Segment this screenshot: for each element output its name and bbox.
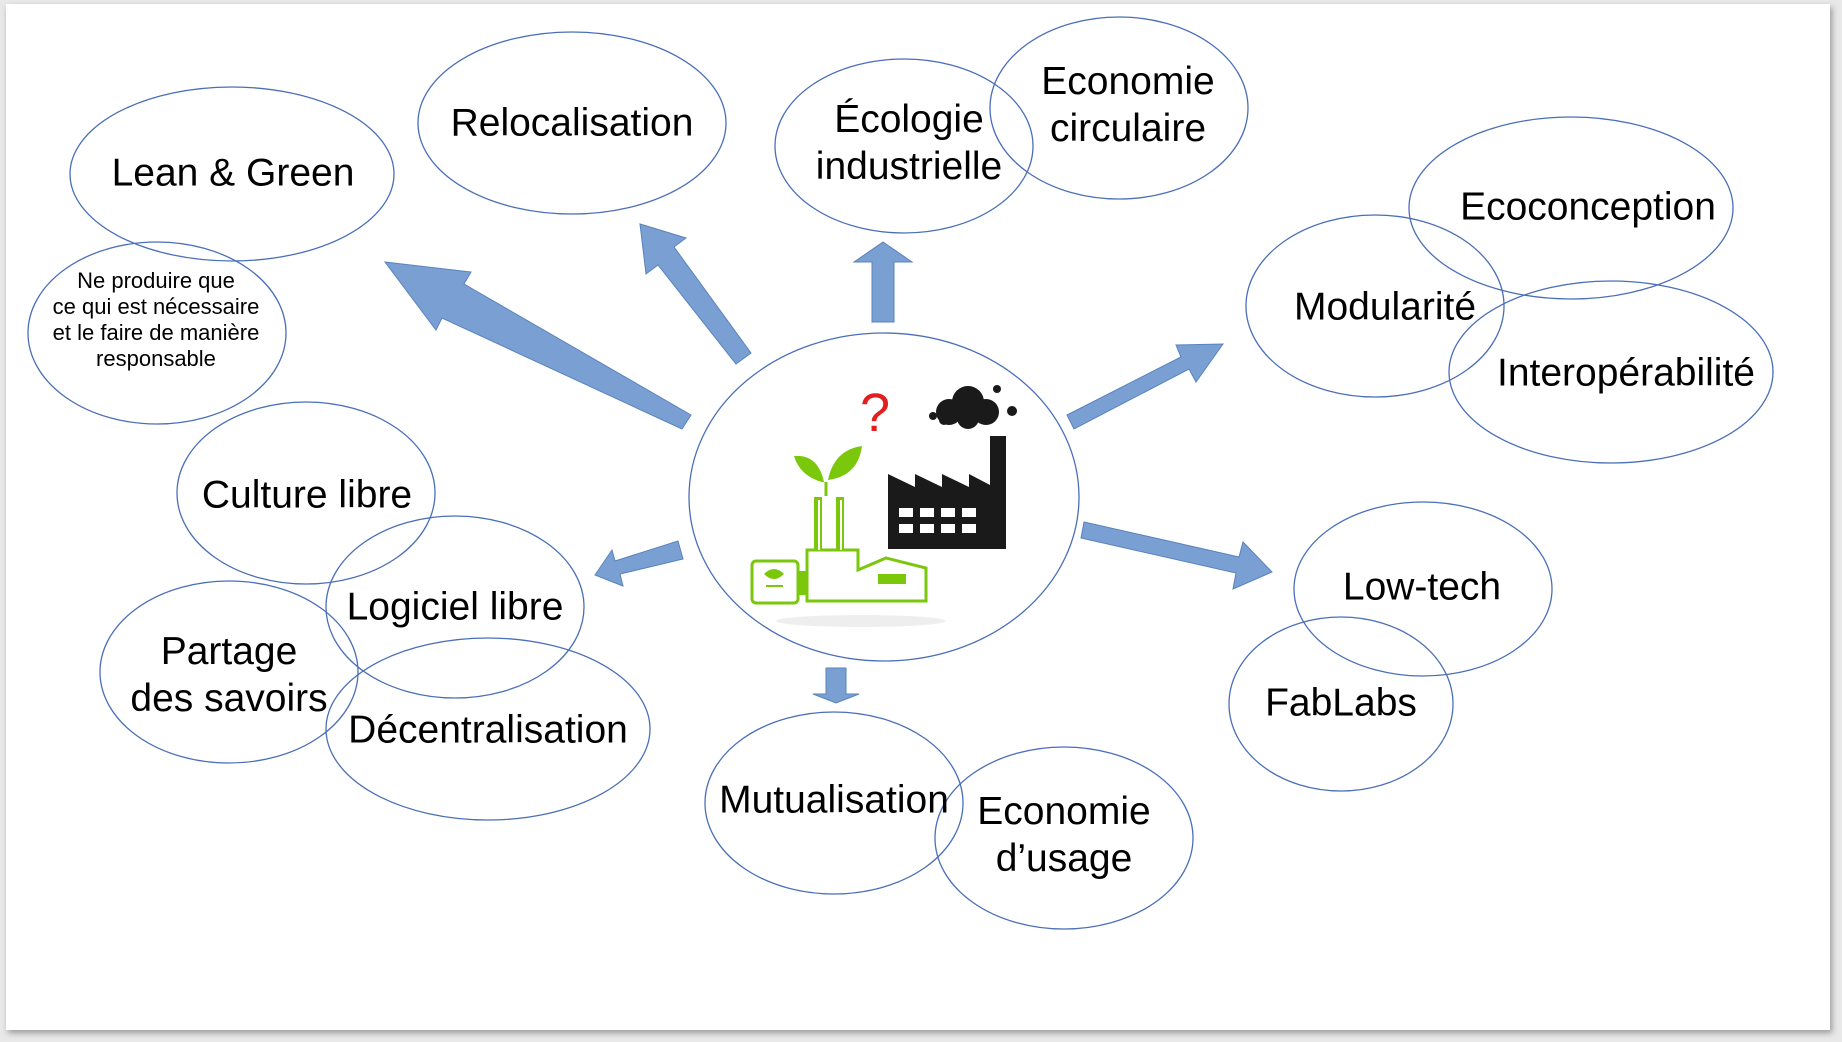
arrow-to-modularite (1066, 343, 1224, 430)
diagram-canvas: ? (27, 16, 1774, 930)
ellipse-low-tech (1293, 501, 1553, 677)
lean-note-line-3: et le faire de manière (52, 320, 260, 345)
label-lean-green: Lean & Green (111, 151, 355, 195)
ellipse-ecologie (774, 58, 1034, 234)
arrow-to-relocalisation (639, 223, 752, 365)
ecologie-line-2: industrielle (815, 145, 1003, 188)
ecologie-line-1: Écologie (834, 98, 984, 142)
arrow-to-low-tech (1080, 521, 1273, 590)
ellipse-fablabs (1228, 616, 1454, 792)
ellipse-lean-green (69, 86, 395, 262)
green-factory-icon (750, 446, 946, 627)
lean-note-line-2: ce qui est nécessaire (52, 294, 260, 320)
factory-smoke-icon (888, 385, 1017, 549)
arrow-to-lean-green (383, 261, 692, 430)
label-mutualisation: Mutualisation (719, 778, 949, 822)
ellipse-economie-usage (934, 746, 1194, 930)
label-logiciel-libre: Logiciel libre (346, 585, 564, 629)
question-mark: ? (860, 383, 890, 443)
lean-note-line-4: responsable (96, 345, 216, 371)
label-partage: Partage des savoirs (130, 629, 327, 723)
ellipse-decentralisation (325, 637, 651, 821)
diagram-slide: ? Lean & Green Ne produire que ce qui es… (6, 4, 1830, 1030)
label-relocalisation: Relocalisation (450, 101, 694, 145)
economie-usage-line-1: Economie (977, 790, 1151, 834)
economie-circulaire-line-1: Economie (1041, 60, 1215, 104)
label-ecologie: Écologie industrielle (816, 97, 1002, 191)
label-lean-note: Ne produire que ce qui est nécessaire et… (53, 268, 260, 372)
ellipse-partage (99, 580, 359, 764)
arrow-to-mutualisation (812, 667, 860, 704)
ellipse-ecoconception (1408, 116, 1734, 300)
lean-note-line-1: Ne produire que (77, 268, 235, 294)
partage-line-2: des savoirs (130, 677, 328, 720)
ellipse-center (688, 332, 1080, 662)
ellipse-logiciel-libre (325, 515, 585, 699)
ellipse-interoperabilite (1448, 280, 1774, 464)
ellipse-culture-libre (176, 401, 436, 585)
label-ecoconception: Ecoconception (1460, 185, 1716, 229)
ellipse-modularite (1245, 214, 1505, 398)
economie-usage-line-2: d’usage (995, 837, 1133, 880)
ellipse-mutualisation (704, 711, 964, 895)
ellipse-economie-circulaire (989, 16, 1249, 200)
economie-circulaire-line-2: circulaire (1049, 107, 1207, 150)
partage-line-1: Partage (160, 630, 298, 674)
label-fablabs: FabLabs (1265, 681, 1417, 725)
arrow-to-culture-libre (594, 540, 684, 587)
label-culture-libre: Culture libre (201, 473, 413, 517)
label-modularite: Modularité (1293, 285, 1477, 329)
label-economie-circulaire: Economie circulaire (1041, 59, 1214, 153)
arrow-to-ecologie (852, 241, 914, 323)
label-interoperabilite: Interopérabilité (1497, 351, 1755, 395)
label-decentralisation: Décentralisation (348, 708, 628, 752)
label-low-tech: Low-tech (1342, 565, 1502, 609)
label-economie-usage: Economie d’usage (977, 789, 1150, 883)
ellipse-lean-note (27, 241, 287, 425)
ellipse-relocalisation (417, 31, 727, 215)
